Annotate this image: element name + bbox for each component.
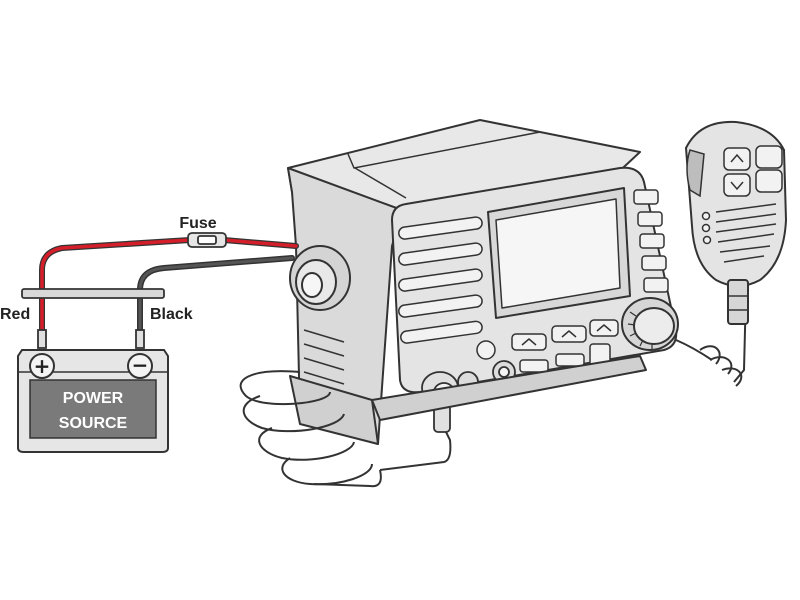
red-wire-label: Red: [0, 306, 30, 323]
fuse-label: Fuse: [179, 215, 216, 232]
display-screen: [487, 187, 631, 319]
mic-grille: [715, 203, 777, 263]
fuse: [187, 232, 227, 248]
marine-radio: [287, 119, 679, 445]
rear-connector: [289, 245, 351, 311]
battery-label-line2: SOURCE: [59, 415, 128, 432]
plus-icon: +: [34, 354, 51, 378]
black-wire-label: Black: [150, 306, 193, 323]
battery-label-line1: POWER: [63, 390, 124, 407]
handheld-microphone: [684, 120, 788, 325]
negative-terminal: −: [127, 353, 153, 379]
coiled-cord-left: [239, 370, 452, 488]
battery-label-panel: [29, 379, 157, 439]
front-speaker-grille: [398, 216, 483, 344]
mounting-bracket: [289, 355, 647, 445]
battery: POWER SOURCE + −: [17, 349, 169, 453]
channel-knob: [621, 297, 679, 351]
black-wire: [137, 255, 295, 345]
positive-terminal: +: [29, 353, 55, 379]
front-keypad: [476, 319, 619, 373]
minus-icon: −: [132, 353, 149, 377]
cable-clamp-bar: [21, 288, 165, 299]
side-button-column: [633, 189, 669, 293]
mic-buttons: [723, 145, 783, 197]
